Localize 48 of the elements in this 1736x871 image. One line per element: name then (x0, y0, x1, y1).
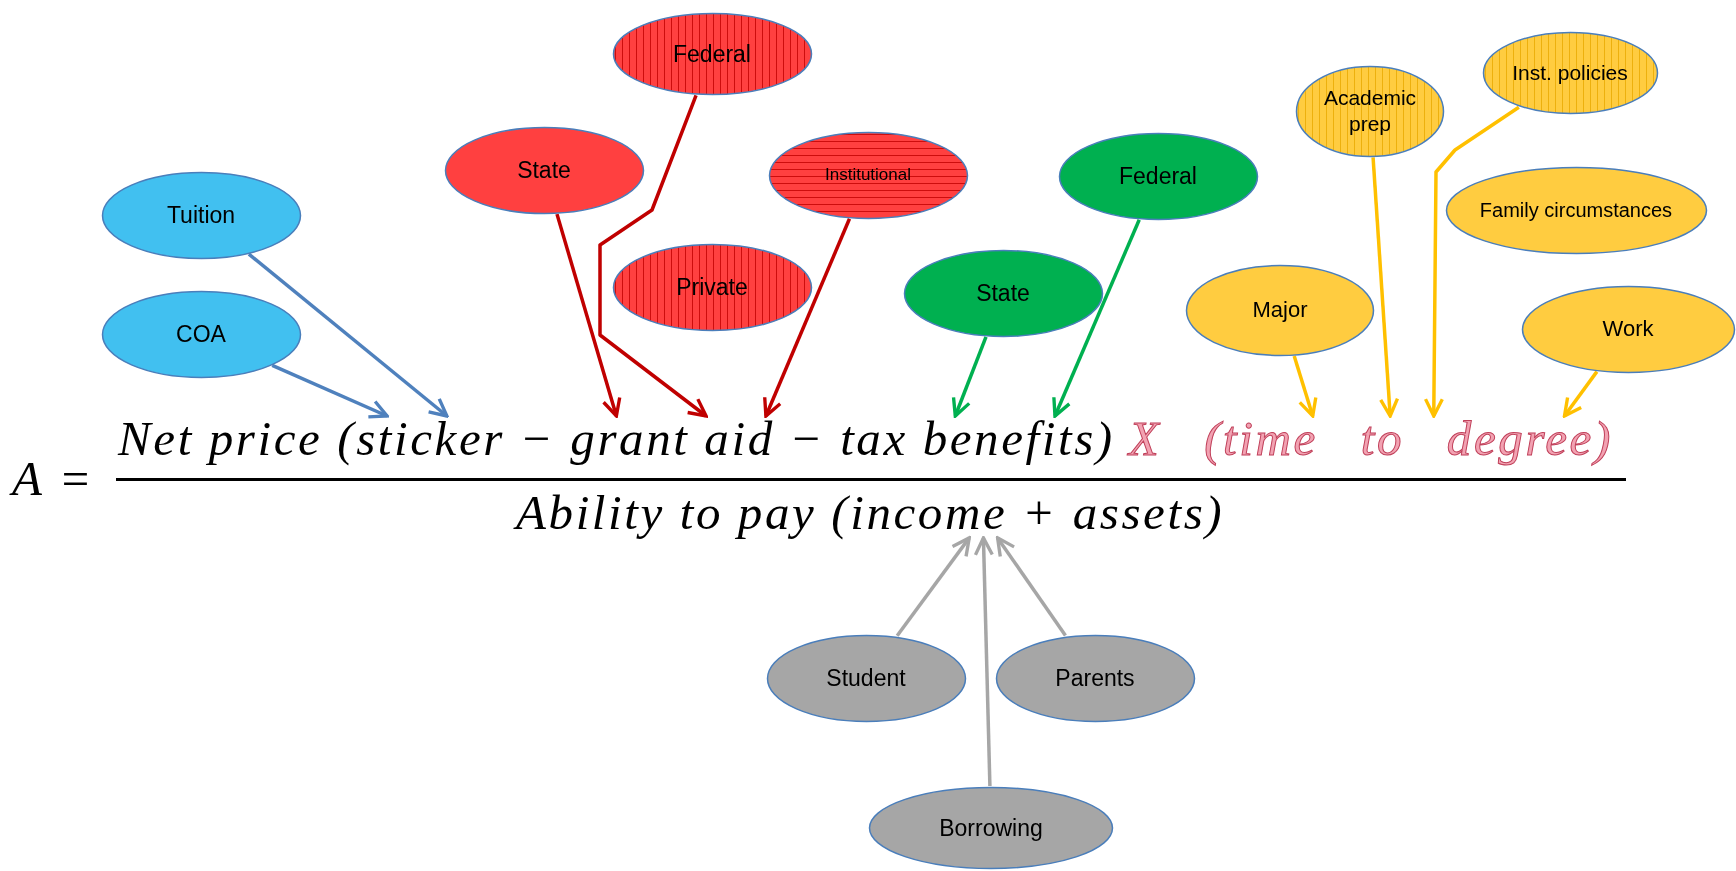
arrow (1292, 355, 1318, 418)
node-label: State (976, 278, 1030, 308)
node-label: Private (676, 272, 748, 302)
arrow (555, 213, 622, 418)
arrow (1562, 370, 1599, 418)
oval-node (611, 12, 813, 96)
oval-node (765, 633, 967, 723)
arrow (1423, 105, 1520, 418)
formula-term: X (time to degree) (1128, 412, 1613, 466)
arrow (951, 336, 988, 418)
node-label: Tuition (166, 200, 236, 230)
oval-node (1444, 165, 1708, 255)
node-label: Inst. policies (1512, 59, 1628, 86)
arrow (973, 536, 994, 787)
node-label: Parents (1055, 663, 1135, 693)
oval-node (611, 242, 813, 332)
formula-term: Net price (sticker − grant aid − tax benefits) (118, 412, 1115, 466)
arrow (763, 218, 852, 418)
oval-node (100, 170, 302, 260)
node-label: Work (1602, 315, 1654, 343)
oval-node (868, 786, 1114, 870)
node-label: Student (826, 663, 906, 693)
node-label: Academic prep (1322, 84, 1418, 137)
oval-node (902, 248, 1104, 338)
arrow (895, 536, 971, 637)
oval-node (1481, 31, 1659, 115)
arrow (271, 363, 389, 419)
node-label: Borrowing (939, 813, 1043, 843)
node-label: Federal (1119, 161, 1197, 191)
node-label: State (517, 155, 571, 185)
arrow (598, 94, 708, 418)
oval-node (1520, 284, 1736, 374)
oval-node (1057, 131, 1259, 221)
arrow (247, 252, 449, 418)
oval-node (100, 289, 302, 379)
node-label: Family circumstances (1479, 197, 1673, 223)
oval-node (443, 125, 645, 215)
node-label: Federal (673, 39, 751, 69)
oval-node (1295, 64, 1445, 158)
oval-node (994, 633, 1196, 723)
node-label: Major (1252, 296, 1308, 324)
arrow (1371, 157, 1400, 418)
oval-node (1185, 263, 1375, 357)
node-label: Institutional (825, 164, 911, 186)
oval-node (767, 130, 969, 220)
arrow (995, 536, 1067, 637)
arrow (1052, 219, 1141, 418)
node-label: COA (176, 319, 226, 349)
